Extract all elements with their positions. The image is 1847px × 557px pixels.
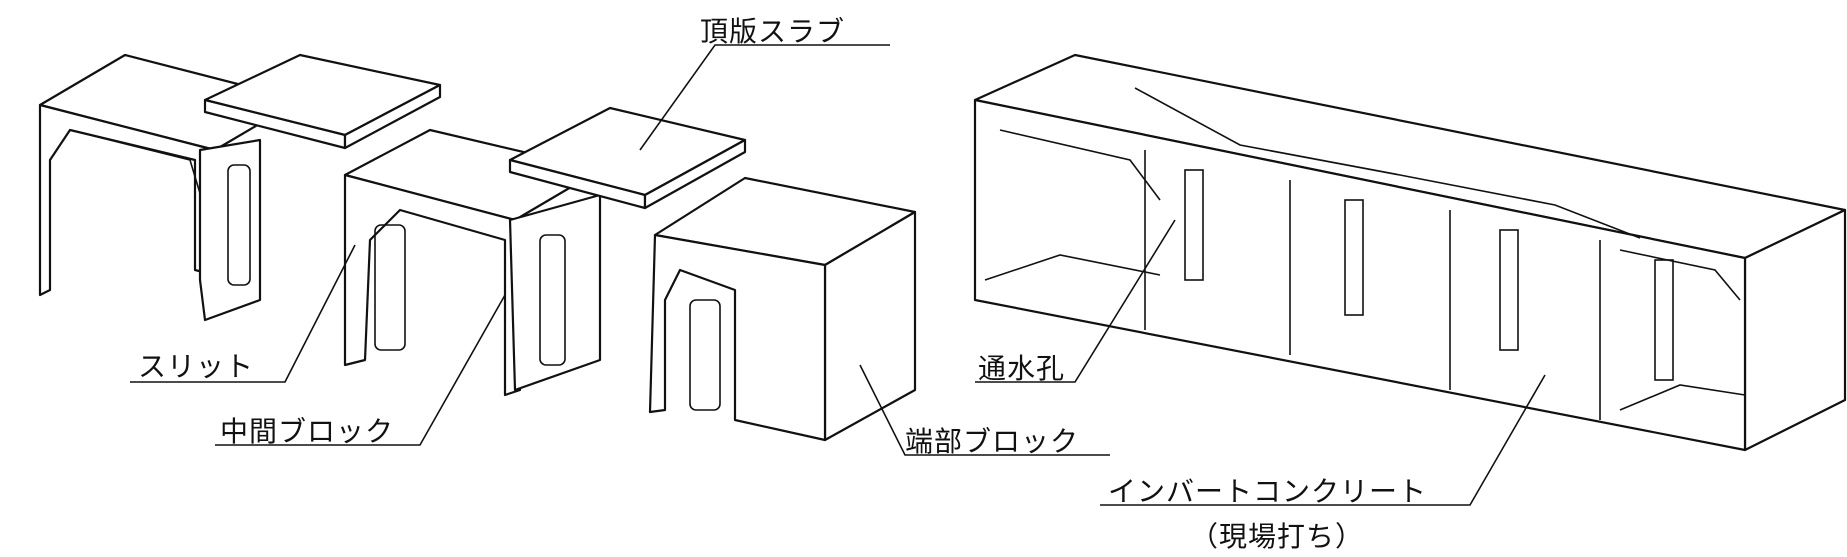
- label-top-slab: 頂版スラブ: [700, 15, 846, 48]
- top-slab-2: [508, 106, 747, 210]
- top-slab-1: [203, 53, 442, 150]
- label-slit: スリット: [138, 350, 255, 383]
- assembled-culvert: [973, 53, 1847, 452]
- label-water-hole: 通水孔: [978, 352, 1066, 385]
- leader-lines: [130, 44, 1546, 506]
- label-end-block: 端部ブロック: [905, 425, 1080, 458]
- label-middle-block: 中間ブロック: [220, 415, 395, 448]
- end-block-right: [648, 176, 917, 442]
- middle-block-1: [198, 138, 262, 322]
- label-cast-in-place: （現場打ち）: [1190, 520, 1365, 553]
- label-invert-concrete: インバートコンクリート: [1108, 475, 1428, 508]
- middle-block-2: [343, 128, 602, 397]
